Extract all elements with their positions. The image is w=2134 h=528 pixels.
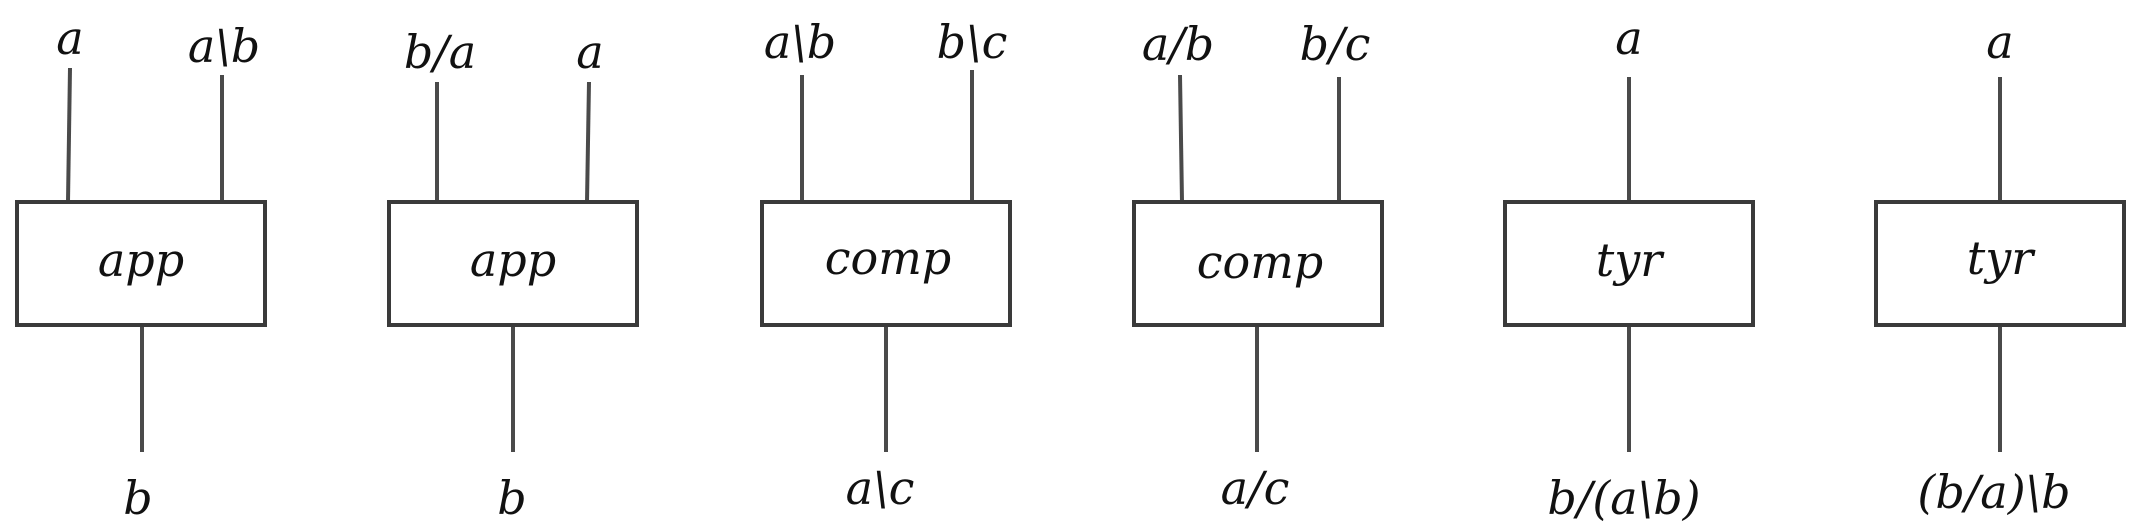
box-label: comp <box>1197 235 1324 289</box>
output-type-label: a\c <box>846 461 915 515</box>
diagram-app-1: app a a\b b <box>15 11 267 525</box>
output-type-label: b <box>497 471 526 525</box>
diagram-comp-2: comp a/b b/c a/c <box>1132 17 1384 515</box>
input-type-label: a <box>56 11 83 65</box>
input-wire-right <box>585 81 591 203</box>
input-type-label: b/c <box>1300 17 1371 71</box>
box-label: app <box>98 233 184 287</box>
output-type-label: b <box>123 471 152 525</box>
morphism-box <box>1503 200 1755 327</box>
input-type-label: a\b <box>188 19 260 73</box>
morphism-box <box>760 200 1012 327</box>
morphism-box <box>1874 200 2126 327</box>
input-type-label: a <box>1986 15 2013 69</box>
box-label: comp <box>825 231 952 285</box>
morphism-box <box>15 200 267 327</box>
diagram-comp-1: comp a\b b\c a\c <box>760 15 1012 515</box>
input-type-label: a\b <box>764 15 836 69</box>
output-type-label: (b/a)\b <box>1917 465 2070 519</box>
diagram-app-2: app b/a a b <box>387 25 639 525</box>
box-label: tyr <box>1967 231 2036 285</box>
output-type-label: b/(a\b) <box>1547 471 1700 525</box>
diagram-tyr-2: tyr a (b/a)\b <box>1874 15 2126 519</box>
input-type-label: b\c <box>937 15 1008 69</box>
input-type-label: a/b <box>1142 17 1214 71</box>
diagram-tyr-1: tyr a b/(a\b) <box>1503 11 1755 525</box>
output-type-label: a/c <box>1221 461 1290 515</box>
morphism-box <box>387 200 639 327</box>
input-wire-left <box>66 67 72 203</box>
morphism-box <box>1132 200 1384 327</box>
input-type-label: a <box>1615 11 1642 65</box>
input-type-label: b/a <box>404 25 476 79</box>
box-label: tyr <box>1596 233 1665 287</box>
input-wire-left <box>1178 74 1184 203</box>
box-label: app <box>470 233 556 287</box>
input-type-label: a <box>576 25 603 79</box>
